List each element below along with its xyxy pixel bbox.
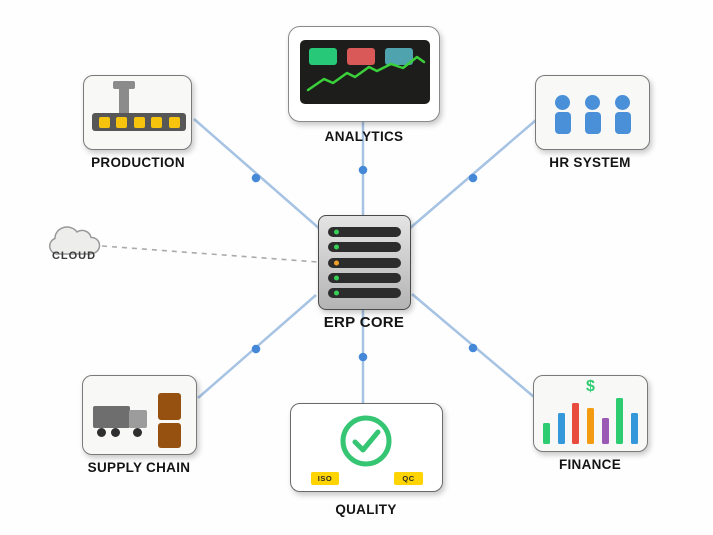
node-erp-core — [318, 215, 411, 310]
node-production — [83, 75, 192, 150]
indicator-cell — [116, 116, 127, 128]
person-icon — [584, 95, 601, 134]
finance-bar — [572, 403, 580, 444]
truck-cab — [129, 410, 147, 428]
dashboard-icon — [300, 40, 430, 104]
erp-core-label: ERP CORE — [323, 314, 405, 331]
truck-wheel — [97, 428, 106, 437]
indicator-cell — [168, 116, 180, 128]
server-slat — [328, 257, 401, 268]
press-stem — [119, 87, 129, 115]
finance-label: FINANCE — [558, 457, 622, 472]
truck-wheel — [111, 428, 120, 437]
hr-system-label: HR SYSTEM — [549, 155, 631, 170]
indicator-cell — [98, 116, 110, 128]
qc-badge: QC — [394, 472, 423, 485]
check-circle-icon — [340, 415, 392, 467]
node-quality: ISO QC — [290, 403, 443, 492]
indicator-cell — [133, 116, 145, 128]
connector-dot — [358, 352, 368, 362]
dollar-icon: $ — [586, 378, 595, 395]
connector-dot — [468, 173, 478, 183]
production-label: PRODUCTION — [91, 155, 185, 170]
press-base — [92, 113, 186, 131]
cloud-icon — [46, 226, 104, 256]
indicator-cell — [151, 116, 162, 128]
trend-line-chart — [306, 55, 426, 92]
server-slat — [328, 272, 401, 283]
node-hr-system — [535, 75, 650, 150]
node-supply-chain — [82, 375, 197, 455]
truck-cargo — [93, 406, 130, 428]
cloud-label: CLOUD — [51, 250, 97, 262]
iso-badge: ISO — [311, 472, 339, 485]
crate-icon — [158, 393, 181, 420]
status-led — [334, 229, 339, 235]
finance-bar — [630, 413, 638, 444]
status-led — [334, 244, 339, 250]
analytics-label: ANALYTICS — [324, 129, 404, 144]
dashboard-panel — [309, 48, 337, 65]
press-head — [113, 81, 135, 89]
person-icon — [614, 95, 631, 134]
connector-cloud-dashed — [101, 245, 319, 263]
connector-dot — [358, 165, 368, 175]
server-slat — [328, 288, 401, 298]
person-icon — [554, 95, 571, 134]
bar-chart-icon — [543, 398, 638, 444]
dashboard-panel — [347, 48, 375, 65]
people-icon — [536, 95, 649, 134]
quality-label: QUALITY — [335, 502, 397, 517]
finance-bar — [543, 423, 550, 444]
connector-dot — [251, 173, 261, 183]
finance-bar — [616, 398, 624, 444]
finance-bar — [601, 418, 609, 444]
finance-bar — [586, 408, 594, 444]
connector-dot — [251, 344, 261, 354]
supply-chain-label: SUPPLY CHAIN — [87, 460, 191, 475]
node-analytics — [288, 26, 440, 122]
crate-icon — [158, 423, 181, 448]
dashboard-panels — [309, 48, 413, 65]
server-rack-icon — [328, 227, 401, 298]
dashboard-panel — [385, 48, 413, 65]
server-slat — [328, 227, 401, 237]
node-finance: $ — [533, 375, 648, 452]
connector-dot — [468, 343, 478, 353]
status-led — [334, 290, 339, 296]
status-led — [334, 260, 339, 265]
server-slat — [328, 242, 401, 253]
status-led — [334, 275, 339, 281]
trend-line — [306, 55, 426, 92]
finance-bar — [557, 413, 565, 444]
truck-wheel — [133, 428, 142, 437]
